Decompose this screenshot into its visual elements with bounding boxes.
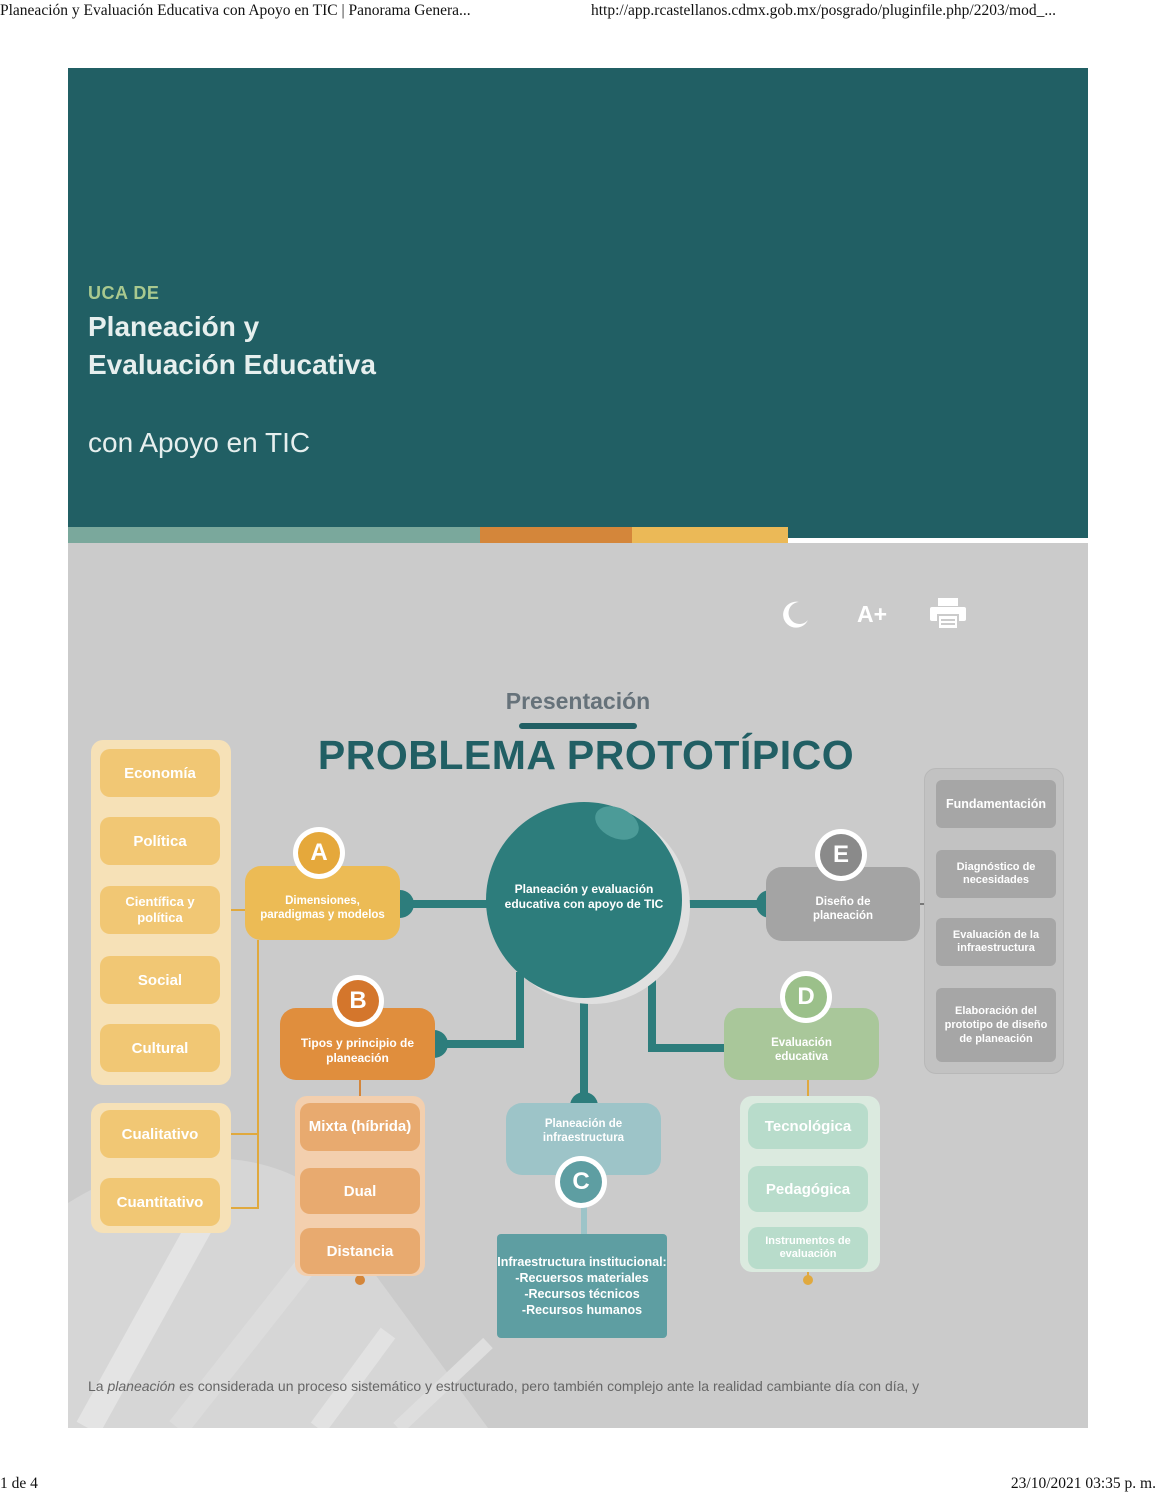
printer-icon <box>930 598 966 630</box>
hero-subtitle: con Apoyo en TIC <box>88 427 311 458</box>
print-url: http://app.rcastellanos.cdmx.gob.mx/posg… <box>591 2 1056 19</box>
design-step-item: Elaboración del prototipo de diseño de p… <box>936 988 1056 1062</box>
planning-type-item: Dual <box>300 1168 420 1214</box>
hero-stripe-orange <box>480 527 632 543</box>
badge-c: C <box>555 1156 607 1208</box>
presentation-underline <box>519 723 637 729</box>
infrastructure-detail-line: Infraestructura institucional: <box>497 1255 667 1269</box>
badge-e: E <box>815 829 867 881</box>
print-datetime: 23/10/2021 03:35 p. m. <box>1010 1475 1156 1492</box>
print-button[interactable] <box>926 596 970 632</box>
hero-title: Planeación y Evaluación Educativa <box>88 311 376 380</box>
print-page-number: 1 de 4 <box>0 1475 38 1492</box>
node-b-planning-types: Tipos y principio de planeación <box>280 1008 435 1080</box>
evaluation-type-item: Instrumentos de evaluación <box>748 1227 868 1269</box>
dimension-item: Cultural <box>100 1024 220 1072</box>
moon-icon <box>783 601 808 628</box>
badge-a: A <box>293 827 345 879</box>
night-mode-button[interactable] <box>773 596 817 632</box>
infrastructure-detail-line: -Recursos humanos <box>521 1303 643 1317</box>
dimension-item: Científica y política <box>100 886 220 934</box>
design-step-item: Evaluación de la infraestructura <box>936 918 1056 966</box>
badge-b: B <box>332 975 384 1027</box>
node-e-design: Diseño de planeación <box>766 867 920 941</box>
dimension-item: Economía <box>100 749 220 797</box>
evaluation-type-item: Tecnológica <box>748 1103 868 1149</box>
hero-stripe-yellow <box>632 527 788 543</box>
print-footer: 1 de 4 23/10/2021 03:35 p. m. <box>0 1475 1156 1495</box>
hero-kicker: UCA DE <box>88 283 160 303</box>
print-header: Planeación y Evaluación Educativa con Ap… <box>0 2 1156 22</box>
font-size-label: A+ <box>856 600 888 627</box>
infrastructure-detail-line: -Recuersos materiales <box>515 1271 649 1285</box>
print-page-title: Planeación y Evaluación Educativa con Ap… <box>0 2 471 19</box>
dimension-item: Social <box>100 956 220 1004</box>
hero-stripe-teal <box>68 527 480 543</box>
design-step-item: Diagnóstico de necesidades <box>936 850 1056 898</box>
approach-item: Cualitativo <box>100 1110 220 1158</box>
font-size-button[interactable]: A+ <box>850 596 894 632</box>
infrastructure-detail-line: -Recursos técnicos <box>524 1287 640 1301</box>
design-step-item: Fundamentación <box>936 780 1056 828</box>
infrastructure-detail-box: Infraestructura institucional: -Recuerso… <box>497 1234 667 1338</box>
planning-type-item: Mixta (híbrida) <box>300 1103 420 1151</box>
central-hub <box>486 802 682 998</box>
approach-item: Cuantitativo <box>100 1178 220 1226</box>
badge-d: D <box>780 971 832 1023</box>
dimension-item: Política <box>100 817 220 865</box>
emphasis-term: planeación <box>107 1378 176 1394</box>
central-hub-label: Planeación y evaluación educativa con ap… <box>504 882 664 911</box>
presentation-label: Presentación <box>505 688 651 714</box>
planning-type-item: Distancia <box>300 1228 420 1274</box>
course-hero-banner: UCA DE Planeación y Evaluación Educativa… <box>68 68 1088 538</box>
intro-paragraph: La planeación es considerada un proceso … <box>88 1378 920 1394</box>
evaluation-type-item: Pedagógica <box>748 1166 868 1212</box>
presentation-title: PROBLEMA PROTOTÍPICO <box>317 732 855 778</box>
